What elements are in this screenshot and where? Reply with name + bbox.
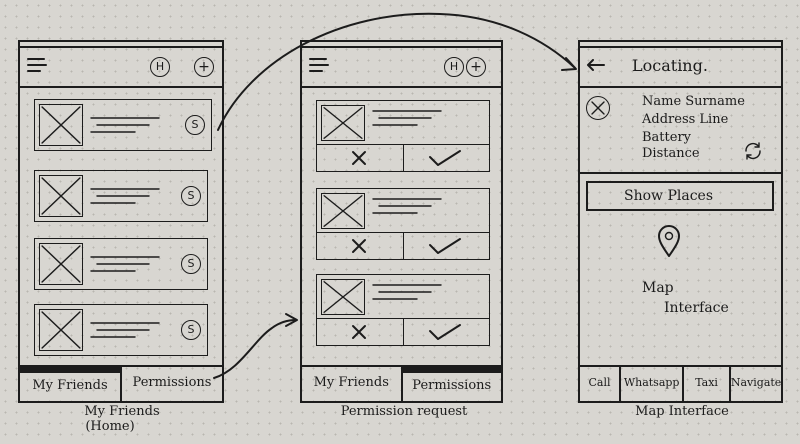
reject-button[interactable] bbox=[317, 145, 403, 171]
cross-icon bbox=[352, 239, 366, 253]
bottom-tab-bar: My Friends Permissions bbox=[20, 365, 222, 401]
show-places-label: Show Places bbox=[624, 188, 714, 204]
top-border bbox=[20, 46, 222, 48]
friend-card[interactable]: S bbox=[34, 304, 208, 356]
avatar-placeholder bbox=[39, 104, 83, 146]
taxi-button[interactable]: Taxi bbox=[682, 367, 729, 401]
friend-text-lines bbox=[90, 256, 160, 272]
avatar-placeholder bbox=[321, 279, 365, 315]
add-icon[interactable]: + bbox=[466, 57, 486, 77]
permission-request-card bbox=[316, 188, 490, 260]
screen-map-interface: Locating. Name Surname Address Line Batt… bbox=[578, 40, 783, 403]
caption-line: My Friends bbox=[84, 404, 160, 419]
refresh-icon[interactable] bbox=[742, 140, 764, 162]
screen-my-friends: H + S S S S My Friends Permissions bbox=[18, 40, 224, 403]
profile-section: Name Surname Address Line Battery Distan… bbox=[580, 88, 781, 174]
profile-address: Address Line bbox=[642, 112, 729, 127]
tab-permissions[interactable]: Permissions bbox=[400, 367, 501, 401]
request-text-lines bbox=[372, 110, 442, 126]
tab-permissions[interactable]: Permissions bbox=[120, 367, 222, 401]
app-header: H + bbox=[302, 42, 501, 88]
friend-card[interactable]: S bbox=[34, 238, 208, 290]
status-badge: S bbox=[181, 254, 201, 274]
permission-request-card bbox=[316, 274, 490, 346]
back-arrow-icon[interactable] bbox=[586, 59, 606, 71]
request-actions bbox=[317, 318, 489, 345]
status-badge: S bbox=[181, 186, 201, 206]
caption-map-interface: Map Interface bbox=[582, 404, 782, 419]
cross-icon bbox=[352, 151, 366, 165]
friend-text-lines bbox=[90, 188, 160, 204]
check-icon bbox=[428, 238, 461, 254]
check-icon bbox=[428, 324, 461, 340]
map-label-line: Interface bbox=[664, 300, 729, 316]
avatar-placeholder bbox=[321, 105, 365, 141]
friend-card[interactable]: S bbox=[34, 99, 212, 151]
navigate-button[interactable]: Navigate bbox=[728, 367, 781, 401]
request-actions bbox=[317, 144, 489, 171]
app-header: Locating. bbox=[580, 42, 781, 88]
request-actions bbox=[317, 232, 489, 259]
accept-button[interactable] bbox=[402, 145, 490, 171]
map-pin-icon bbox=[658, 225, 680, 257]
profile-name: Name Surname bbox=[642, 94, 745, 109]
avatar-placeholder bbox=[321, 193, 365, 229]
accept-button[interactable] bbox=[402, 319, 490, 345]
whatsapp-button[interactable]: Whatsapp bbox=[619, 367, 682, 401]
page-title: Locating. bbox=[632, 56, 708, 75]
check-icon bbox=[428, 150, 461, 166]
map-label-line: Map bbox=[642, 280, 674, 296]
friend-text-lines bbox=[90, 322, 160, 338]
map-area[interactable]: Map Interface bbox=[580, 218, 781, 365]
profile-distance: Distance bbox=[642, 146, 700, 161]
top-border bbox=[580, 46, 781, 48]
profile-battery: Battery bbox=[642, 130, 692, 145]
caption-my-friends: My Friends (Home) bbox=[22, 404, 222, 434]
app-header: H + bbox=[20, 42, 222, 88]
hamburger-menu-icon[interactable] bbox=[26, 56, 48, 74]
request-text-lines bbox=[372, 284, 442, 300]
show-places-button[interactable]: Show Places bbox=[586, 181, 774, 211]
home-icon[interactable]: H bbox=[444, 57, 464, 77]
add-icon[interactable]: + bbox=[194, 57, 214, 77]
call-button[interactable]: Call bbox=[588, 376, 611, 389]
profile-avatar bbox=[586, 96, 610, 120]
caption-line: (Home) bbox=[85, 419, 135, 434]
bottom-action-bar: Call Whatsapp Taxi Navigate bbox=[580, 365, 781, 401]
accept-button[interactable] bbox=[402, 233, 490, 259]
home-icon[interactable]: H bbox=[150, 57, 170, 77]
reject-button[interactable] bbox=[317, 233, 403, 259]
bottom-tab-bar: My Friends Permissions bbox=[302, 365, 501, 401]
avatar-placeholder bbox=[39, 175, 83, 217]
status-badge: S bbox=[185, 115, 205, 135]
status-badge: S bbox=[181, 320, 201, 340]
permission-request-card bbox=[316, 100, 490, 172]
caption-permission-request: Permission request bbox=[304, 404, 504, 419]
friend-card[interactable]: S bbox=[34, 170, 208, 222]
avatar-placeholder bbox=[39, 309, 83, 351]
tab-my-friends[interactable]: My Friends bbox=[313, 375, 389, 390]
screen-permission-request: H + My Friends Permissions bbox=[300, 40, 503, 403]
caption-line: Permission request bbox=[340, 404, 468, 419]
request-text-lines bbox=[372, 198, 442, 214]
tab-my-friends[interactable]: My Friends bbox=[20, 367, 120, 401]
friend-text-lines bbox=[90, 117, 160, 133]
reject-button[interactable] bbox=[317, 319, 403, 345]
caption-line: Map Interface bbox=[635, 404, 729, 419]
avatar-placeholder bbox=[39, 243, 83, 285]
cross-icon bbox=[352, 325, 366, 339]
hamburger-menu-icon[interactable] bbox=[308, 56, 330, 74]
